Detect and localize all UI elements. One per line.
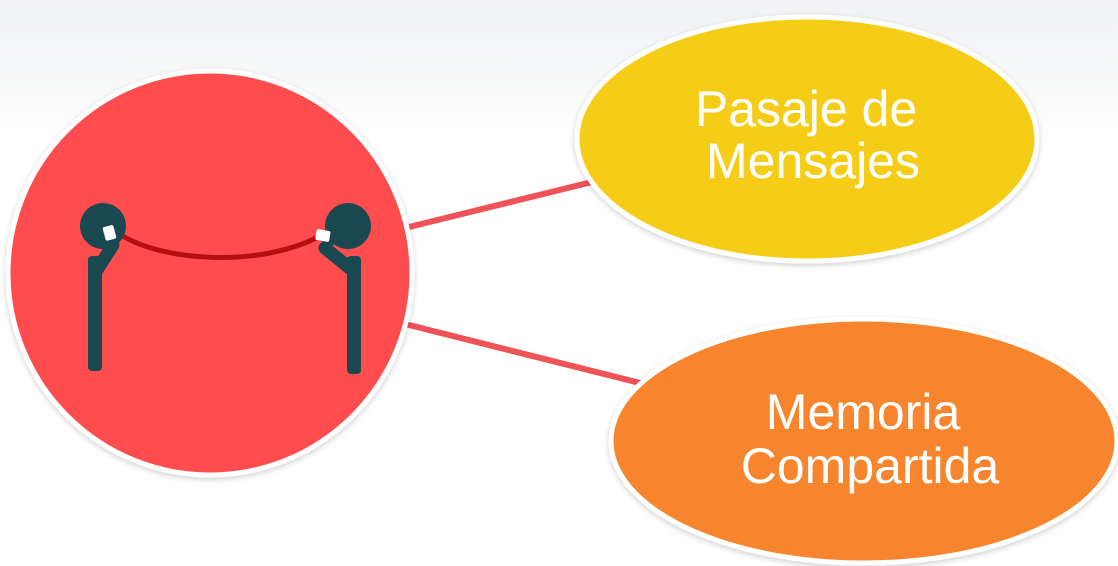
node-message-passing-label-line-1: Pasaje de <box>695 81 917 137</box>
connector-line-bottom <box>402 321 643 386</box>
node-shared-memory-label-line-2: Compartida <box>741 438 1000 494</box>
telephone-string <box>115 230 323 260</box>
node-shared-memory: Memoria Compartida <box>608 316 1118 566</box>
node-message-passing-ellipse <box>574 14 1040 264</box>
node-message-passing-label: Pasaje de Mensajes <box>695 81 931 189</box>
tin-can-telephone-icon <box>80 203 371 374</box>
central-circle <box>5 68 415 478</box>
node-message-passing: Pasaje de Mensajes <box>574 14 1040 264</box>
node-shared-memory-label: Memoria Compartida <box>741 384 1000 494</box>
node-shared-memory-ellipse <box>608 316 1118 566</box>
connector-line-top <box>402 177 603 231</box>
central-node <box>5 68 415 478</box>
node-shared-memory-label-line-1: Memoria <box>766 384 961 440</box>
left-person-icon <box>80 203 126 371</box>
right-person-icon <box>315 203 371 374</box>
node-message-passing-label-line-2: Mensajes <box>706 133 920 189</box>
